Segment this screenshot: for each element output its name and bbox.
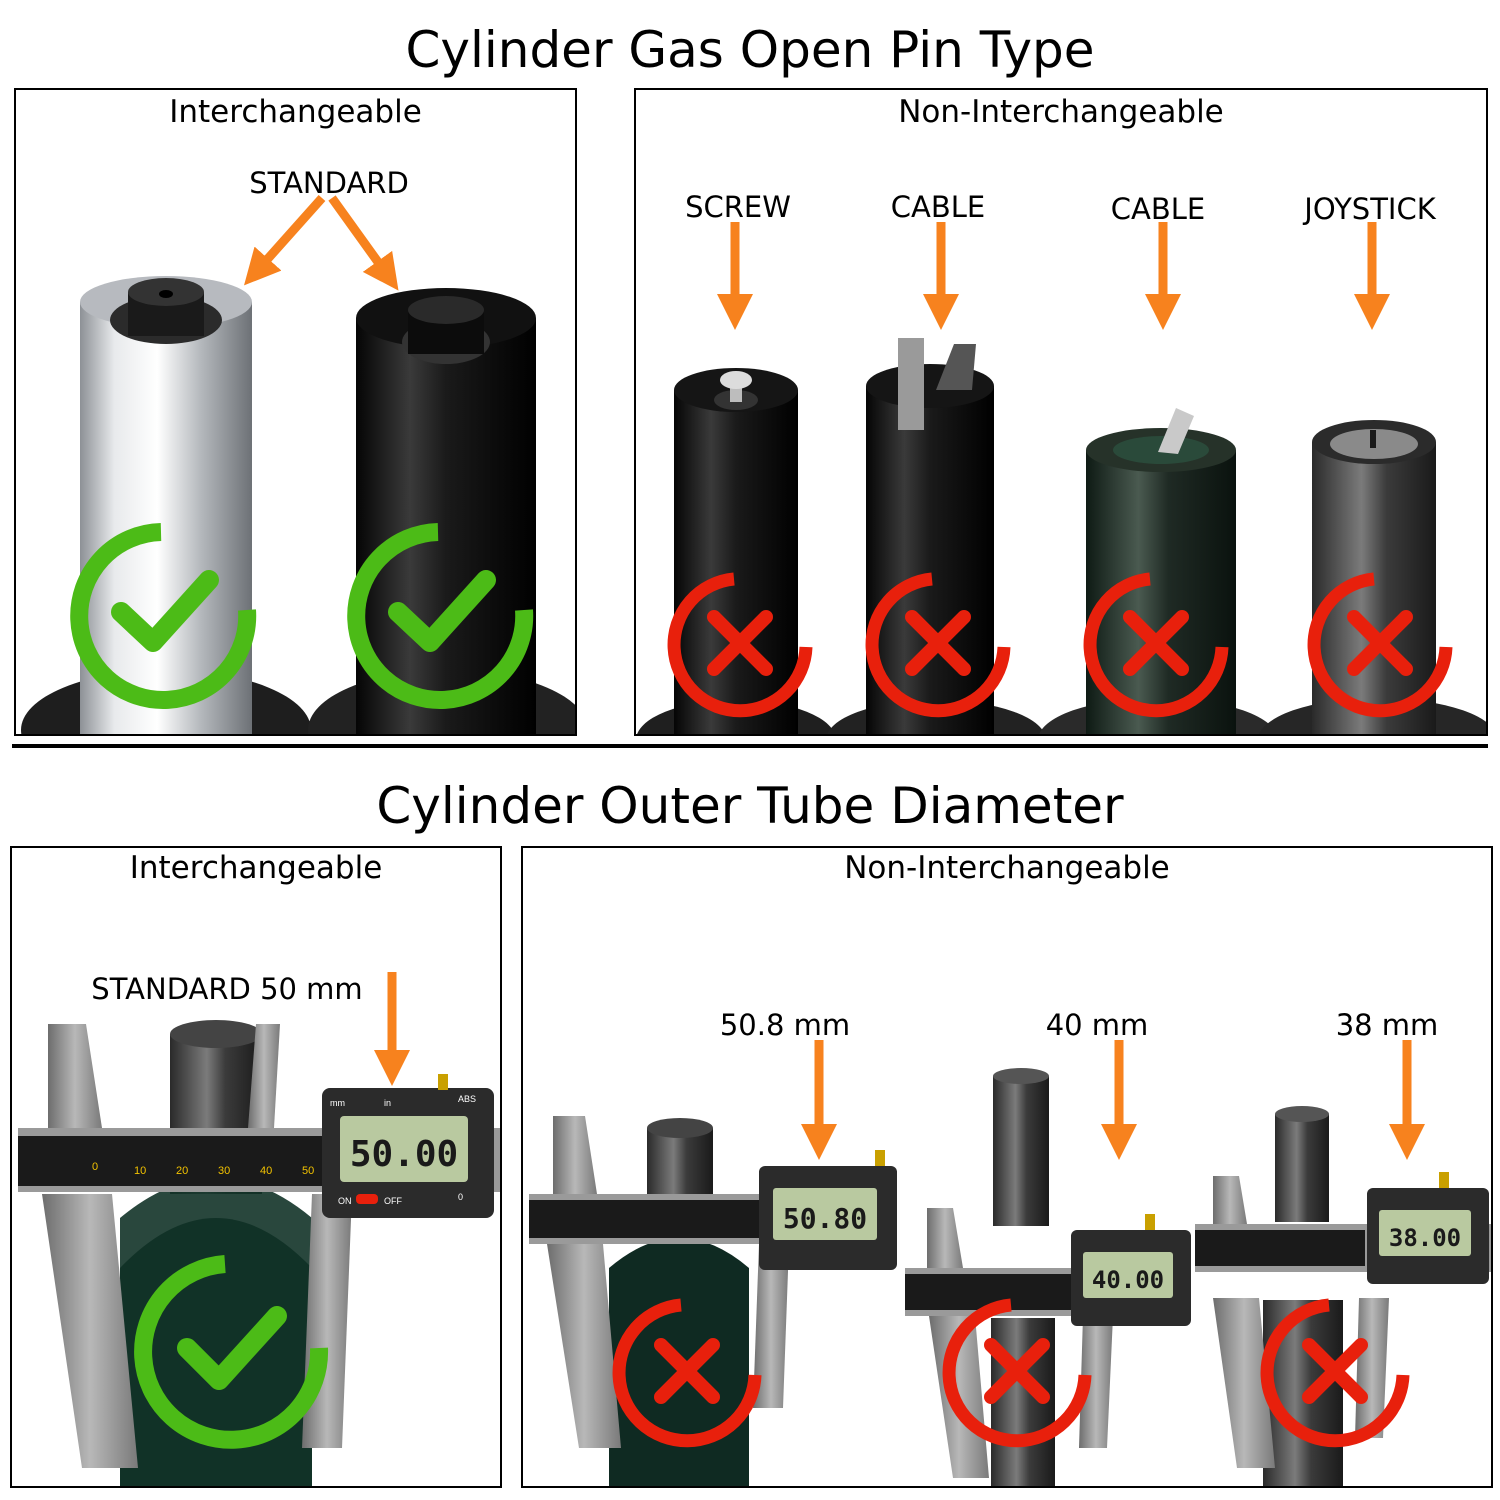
svg-text:ABS: ABS: [458, 1094, 476, 1104]
cross-icon: [942, 1298, 1092, 1448]
top-right-heading: Non-Interchangeable: [898, 94, 1224, 130]
bottom-right-heading: Non-Interchangeable: [844, 850, 1170, 886]
caliper-50-8-reading: 50.80: [783, 1202, 867, 1235]
cross-icon: [1083, 572, 1229, 718]
svg-text:10: 10: [134, 1165, 146, 1177]
cross-icon: [865, 572, 1011, 718]
standard-arrow-right: [328, 195, 399, 291]
standard-caliper-illustration: 0 10 20 30 40 50 50.00 mm in ABS ON OFF …: [18, 972, 500, 1486]
check-icon: [347, 523, 534, 709]
cross-icon: [1260, 1298, 1410, 1448]
caliper-50-8-image: 50.80: [529, 1116, 897, 1486]
joystick-label: JOYSTICK: [1304, 192, 1436, 226]
diameter-38-label: 38 mm: [1335, 1008, 1439, 1042]
cross-icon: [612, 1298, 762, 1448]
caliper-38-image: 38.00: [1195, 1106, 1491, 1486]
svg-text:0: 0: [92, 1161, 98, 1173]
check-icon: [134, 1255, 329, 1449]
top-interchangeable-panel: Interchangeable STANDARD: [14, 88, 577, 736]
cross-icon: [1307, 572, 1453, 718]
svg-text:OFF: OFF: [384, 1196, 402, 1206]
top-left-heading: Interchangeable: [169, 94, 422, 130]
bottom-left-heading: Interchangeable: [129, 850, 383, 886]
bottom-interchangeable-panel: Interchangeable STANDARD 50 mm 0 10 20 3…: [10, 846, 502, 1488]
non-standard-calipers-illustration: 50.80 40.00: [529, 1040, 1491, 1486]
screw-cylinder-image: [674, 368, 798, 734]
svg-text:50: 50: [302, 1165, 314, 1177]
svg-text:ON: ON: [338, 1196, 352, 1206]
svg-text:40: 40: [260, 1165, 272, 1177]
svg-text:30: 30: [218, 1165, 230, 1177]
standard-label: STANDARD: [249, 166, 409, 200]
bottom-section-title: Cylinder Outer Tube Diameter: [376, 777, 1124, 835]
section-divider: [12, 744, 1488, 748]
diameter-50-8-label: 50.8 mm: [719, 1008, 851, 1042]
top-section-title: Cylinder Gas Open Pin Type: [405, 21, 1095, 79]
standard-arrow-left: [244, 195, 326, 286]
cable-cylinder-image: [866, 338, 994, 734]
cable-label-2: CABLE: [1110, 192, 1206, 226]
standard-cylinders-illustration: [21, 195, 575, 734]
top-non-interchangeable-panel: Non-Interchangeable SCREW CABLE CABLE JO…: [634, 88, 1488, 736]
bottom-non-interchangeable-panel: Non-Interchangeable 50.8 mm 40 mm 38 mm …: [521, 846, 1493, 1488]
svg-text:mm: mm: [330, 1098, 345, 1108]
caliper-40-reading: 40.00: [1092, 1266, 1164, 1294]
standard-50mm-label: STANDARD 50 mm: [91, 972, 363, 1006]
caliper-reading: 50.00: [350, 1134, 458, 1175]
svg-text:0: 0: [458, 1192, 463, 1202]
diameter-40-label: 40 mm: [1045, 1008, 1149, 1042]
caliper-scale: 0 10 20 30 40 50: [92, 1161, 314, 1177]
svg-text:20: 20: [176, 1165, 188, 1177]
screw-label: SCREW: [685, 190, 791, 224]
cross-icon: [667, 572, 813, 718]
svg-text:in: in: [384, 1098, 391, 1108]
caliper-38-reading: 38.00: [1389, 1224, 1461, 1252]
silver-cylinder-image: [80, 276, 252, 734]
check-icon: [70, 523, 257, 709]
cable-label-1: CABLE: [890, 190, 986, 224]
